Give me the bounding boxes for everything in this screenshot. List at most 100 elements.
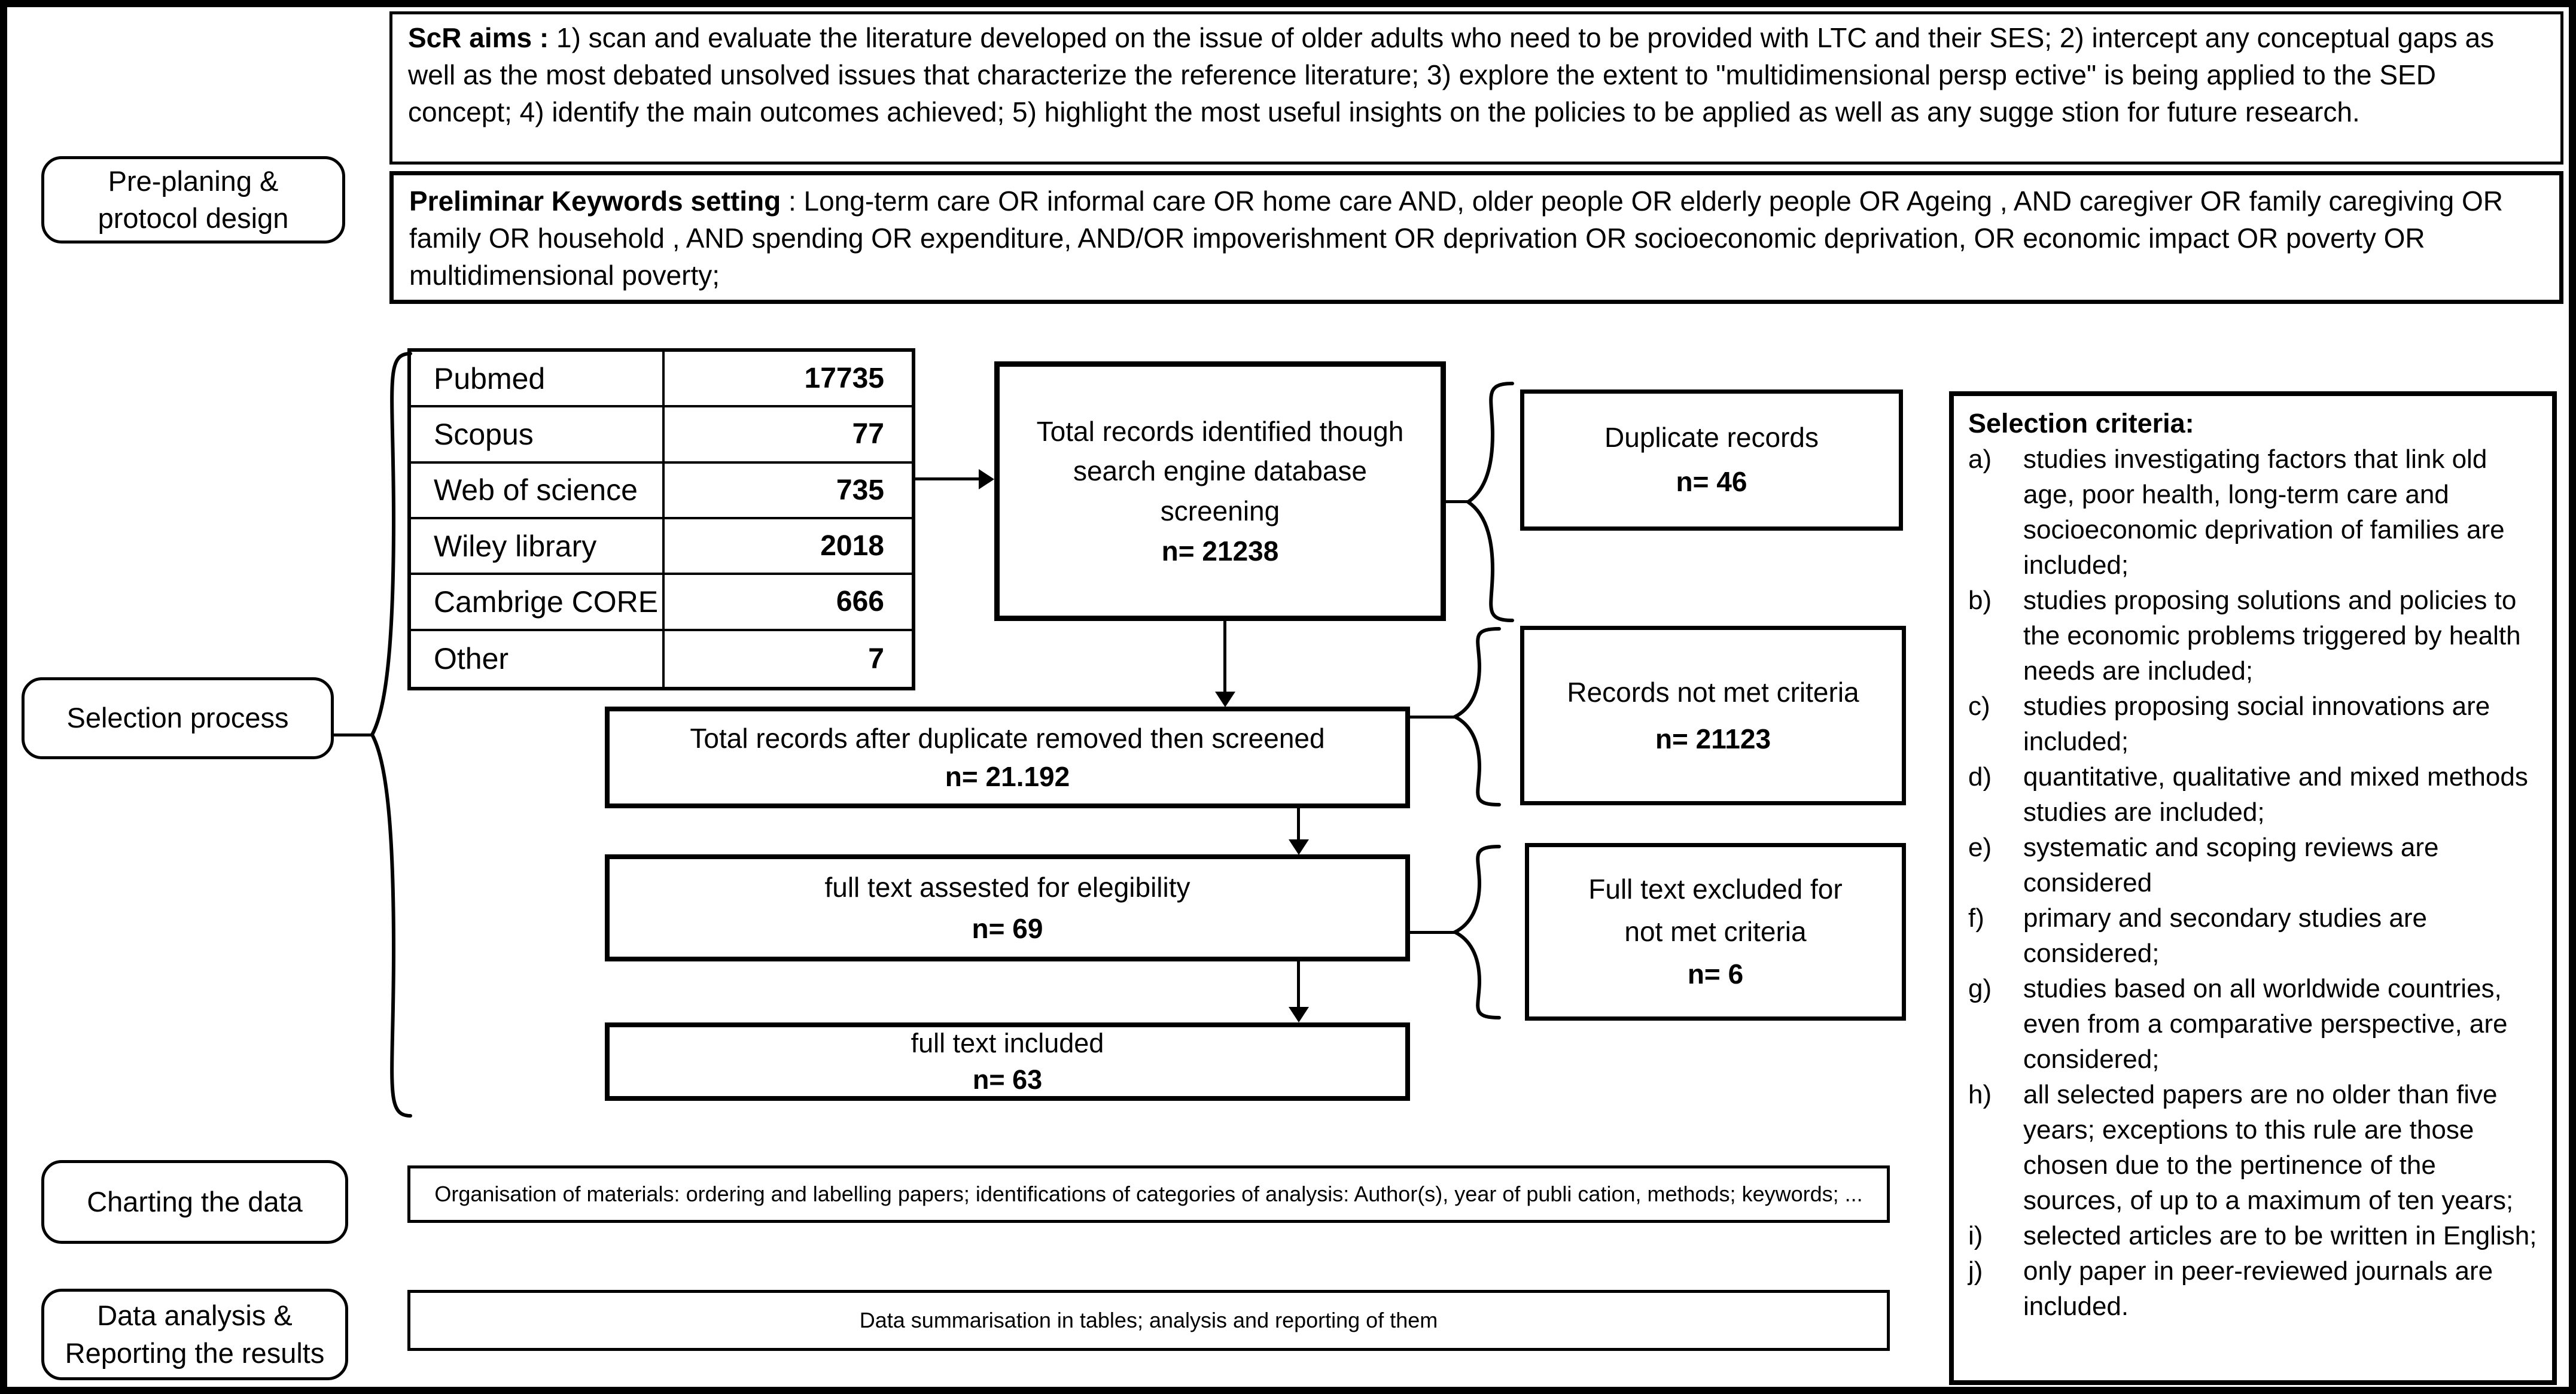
- connector-screened-to-brace: [1410, 716, 1457, 719]
- arrowhead-down-icon: [1215, 692, 1235, 707]
- flow-included-text: full text included: [911, 1027, 1104, 1058]
- flow-excluded-n: n= 6: [1687, 958, 1744, 990]
- criteria-item: a) studies investigating factors that li…: [1968, 442, 2541, 583]
- criteria-item: g) studies based on all worldwide countr…: [1968, 971, 2541, 1077]
- flow-not-met-box: Records not met criteria n= 21123: [1520, 626, 1906, 805]
- criteria-item: d) quantitative, qualitative and mixed m…: [1968, 759, 2541, 830]
- brace-selection-process: [370, 352, 412, 1118]
- table-row-count: 2018: [665, 519, 912, 576]
- brace-duplicates: [1466, 382, 1514, 622]
- flow-screened-box: Total records after duplicate removed th…: [605, 707, 1410, 808]
- flow-fulltext-n: n= 69: [972, 912, 1043, 944]
- criteria-item-text: all selected papers are no older than fi…: [2023, 1080, 2514, 1215]
- stage-selection-process: Selection process: [22, 677, 334, 759]
- criteria-item-text: studies proposing social innovations are…: [2023, 692, 2490, 756]
- criteria-item: h) all selected papers are no older than…: [1968, 1077, 2541, 1218]
- flow-fulltext-text: full text assested for elegibility: [824, 871, 1190, 903]
- flow-fulltext-box: full text assested for elegibility n= 69: [605, 854, 1410, 961]
- stage-preplanning-label: Pre-planing & protocol design: [98, 165, 289, 234]
- criteria-item-text: selected articles are to be written in E…: [2023, 1221, 2537, 1250]
- flow-duplicates-box: Duplicate records n= 46: [1520, 389, 1903, 531]
- stage-preplanning: Pre-planing & protocol design: [41, 156, 345, 244]
- flow-screened-text: Total records after duplicate removed th…: [690, 722, 1325, 754]
- keywords-text: : Long-term care OR informal care OR hom…: [409, 185, 2503, 291]
- analysis-box-text: Data summarisation in tables; analysis a…: [859, 1307, 1438, 1332]
- table-row-name: Cambrige CORE: [411, 575, 665, 631]
- criteria-item-key: g): [1968, 974, 1992, 1003]
- criteria-item: b) studies proposing solutions and polic…: [1968, 583, 2541, 689]
- flow-excluded-box: Full text excluded for not met criteria …: [1525, 843, 1906, 1021]
- table-row-count: 735: [665, 464, 912, 519]
- stage-charting-label: Charting the data: [87, 1185, 303, 1218]
- criteria-item-key: d): [1968, 762, 1992, 792]
- connector-screened-to-fulltext: [1297, 808, 1300, 842]
- table-row-count: 666: [665, 575, 912, 631]
- criteria-item-key: e): [1968, 833, 1992, 862]
- criteria-item-key: b): [1968, 586, 1992, 615]
- arrowhead-down-icon: [1289, 839, 1309, 855]
- flow-identified-n: n= 21238: [1161, 535, 1279, 567]
- criteria-item-text: primary and secondary studies are consid…: [2023, 903, 2427, 968]
- criteria-item-key: i): [1968, 1221, 1983, 1250]
- scr-aims-text: 1) scan and evaluate the literature deve…: [408, 22, 2495, 127]
- scr-aims-box: ScR aims : 1) scan and evaluate the lite…: [389, 11, 2563, 165]
- criteria-item-key: c): [1968, 692, 1990, 721]
- criteria-item-key: f): [1968, 903, 1984, 933]
- flow-not-met-n: n= 21123: [1655, 723, 1771, 754]
- flow-included-n: n= 63: [972, 1064, 1043, 1095]
- table-row-name: Web of science: [411, 463, 665, 519]
- connector-fulltext-to-included: [1297, 961, 1300, 1009]
- selection-criteria-panel: Selection criteria: a) studies investiga…: [1949, 391, 2557, 1385]
- table-row-count: 7: [868, 643, 884, 675]
- connector-selection-label-to-brace: [334, 733, 373, 736]
- flow-screened-n: n= 21.192: [945, 761, 1070, 792]
- criteria-item-text: studies based on all worldwide countries…: [2023, 974, 2508, 1074]
- criteria-item-key: a): [1968, 445, 1992, 474]
- stage-charting: Charting the data: [41, 1160, 348, 1244]
- charting-box: Organisation of materials: ordering and …: [407, 1165, 1890, 1223]
- flow-included-box: full text included n= 63: [605, 1022, 1410, 1101]
- criteria-item-key: h): [1968, 1080, 1992, 1109]
- connector-fulltext-to-brace: [1410, 931, 1457, 934]
- keywords-box: Preliminar Keywords setting : Long-term …: [389, 171, 2563, 304]
- keywords-label: Preliminar Keywords setting: [409, 185, 781, 217]
- flow-duplicates-text: Duplicate records: [1604, 422, 1819, 453]
- table-row-name: Scopus: [411, 407, 665, 464]
- criteria-item: c) studies proposing social innovations …: [1968, 689, 2541, 759]
- selection-criteria-title: Selection criteria:: [1968, 408, 2194, 439]
- criteria-item: j) only paper in peer-reviewed journals …: [1968, 1253, 2541, 1324]
- criteria-item-text: only paper in peer-reviewed journals are…: [2023, 1256, 2493, 1321]
- arrowhead-down-icon: [1289, 1007, 1309, 1022]
- table-row-count: 17735: [665, 352, 912, 408]
- flow-duplicates-n: n= 46: [1676, 466, 1747, 497]
- connector-table-to-identified: [915, 477, 980, 480]
- table-row-name: Wiley library: [411, 519, 665, 576]
- arrowhead-right-icon: [979, 469, 994, 489]
- table-row-name: Pubmed: [411, 352, 665, 408]
- flow-identified-box: Total records identified though search e…: [994, 361, 1446, 621]
- criteria-item-text: studies investigating factors that link …: [2023, 445, 2505, 580]
- criteria-item-text: systematic and scoping reviews are consi…: [2023, 833, 2439, 897]
- criteria-item: e) systematic and scoping reviews are co…: [1968, 830, 2541, 900]
- charting-box-text: Organisation of materials: ordering and …: [434, 1181, 1863, 1206]
- criteria-item: f) primary and secondary studies are con…: [1968, 900, 2541, 971]
- brace-excluded: [1453, 845, 1501, 1019]
- criteria-item-text: studies proposing solutions and policies…: [2023, 586, 2521, 686]
- stage-data-analysis-label: Data analysis & Reporting the results: [65, 1299, 325, 1369]
- table-row-name: Other: [411, 631, 665, 687]
- criteria-item-key: j): [1968, 1256, 1983, 1286]
- table-row-count: 77: [665, 407, 912, 464]
- brace-not-met: [1453, 627, 1501, 806]
- flow-not-met-text: Records not met criteria: [1567, 676, 1859, 708]
- connector-identified-to-screened: [1223, 621, 1226, 694]
- flow-excluded-text: Full text excluded for not met criteria: [1588, 873, 1843, 947]
- flow-identified-text: Total records identified though search e…: [1036, 415, 1404, 526]
- stage-data-analysis: Data analysis & Reporting the results: [41, 1289, 348, 1380]
- stage-selection-label: Selection process: [66, 702, 289, 734]
- sources-table: Pubmed 17735 Scopus 77 Web of science 73…: [407, 348, 915, 690]
- criteria-item-text: quantitative, qualitative and mixed meth…: [2023, 762, 2528, 827]
- criteria-item: i) selected articles are to be written i…: [1968, 1218, 2541, 1253]
- scr-aims-label: ScR aims :: [408, 22, 549, 53]
- connector-identified-to-brace: [1446, 500, 1471, 503]
